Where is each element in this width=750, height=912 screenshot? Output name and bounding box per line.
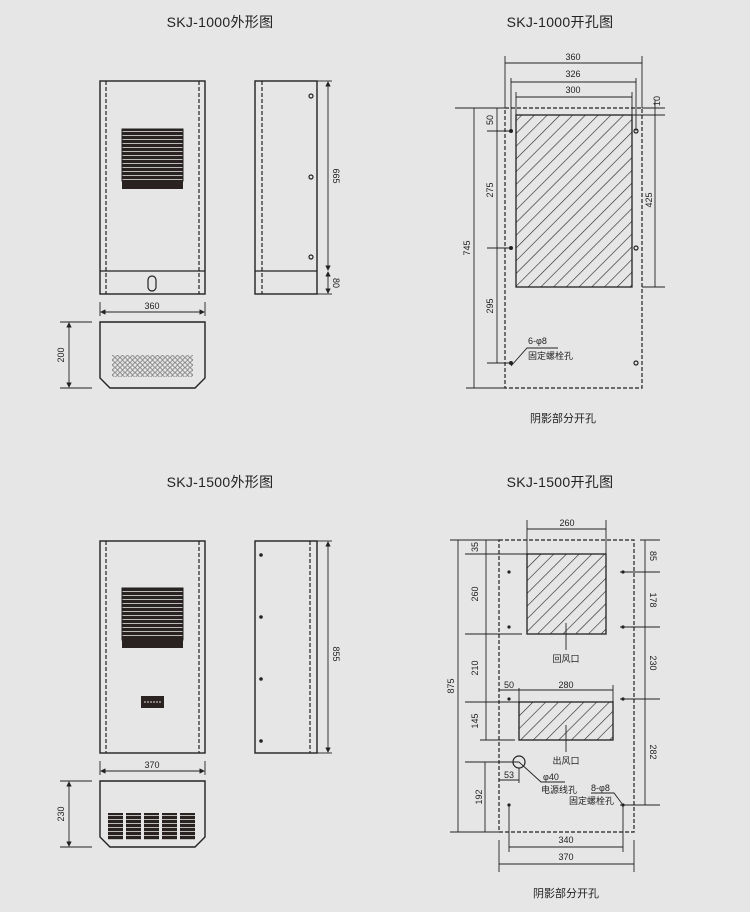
svg-text:10: 10	[652, 96, 662, 106]
svg-text:340: 340	[558, 835, 573, 845]
svg-text:出风口: 出风口	[552, 755, 579, 766]
svg-text:230: 230	[56, 806, 66, 821]
control-panel-icon	[141, 696, 164, 708]
svg-text:80: 80	[331, 278, 341, 288]
svg-text:电源线孔: 电源线孔	[541, 784, 577, 795]
svg-text:145: 145	[470, 713, 480, 728]
side-view: 665 80	[254, 80, 341, 295]
bottom-view: 230	[56, 780, 206, 848]
svg-text:210: 210	[470, 660, 480, 675]
svg-text:φ40: φ40	[543, 772, 559, 782]
svg-text:370: 370	[558, 852, 573, 862]
width-dimension: 370	[99, 760, 206, 775]
svg-text:665: 665	[331, 168, 341, 183]
svg-text:178: 178	[648, 592, 658, 607]
svg-text:85: 85	[648, 551, 658, 561]
svg-text:固定螺栓孔: 固定螺栓孔	[528, 350, 573, 361]
svg-text:326: 326	[565, 69, 580, 79]
width-dimension: 360	[99, 301, 206, 316]
svg-text:50: 50	[485, 115, 495, 125]
svg-text:50: 50	[504, 680, 514, 690]
drawing-title: SKJ-1500开孔图	[507, 474, 614, 490]
cutout-area	[515, 114, 633, 288]
skj1500-cutout-drawing: SKJ-1500开孔图 260 875 35 260 210 145 192 5…	[446, 474, 660, 900]
svg-text:875: 875	[446, 678, 456, 693]
svg-text:360: 360	[144, 301, 159, 311]
svg-text:360: 360	[565, 52, 580, 62]
svg-text:8-φ8: 8-φ8	[591, 783, 610, 793]
drawing-title: SKJ-1000开孔图	[507, 14, 614, 30]
perforated-vent-icon	[112, 355, 193, 377]
svg-text:固定螺栓孔: 固定螺栓孔	[569, 795, 614, 806]
svg-text:425: 425	[644, 192, 654, 207]
bottom-view: 200	[56, 321, 206, 389]
vent-louvers-icon	[108, 813, 195, 840]
svg-text:260: 260	[559, 518, 574, 528]
svg-text:192: 192	[474, 789, 484, 804]
svg-text:282: 282	[648, 744, 658, 759]
svg-text:300: 300	[565, 85, 580, 95]
side-view: 855	[254, 540, 341, 754]
svg-text:35: 35	[470, 542, 480, 552]
caption: 阴影部分开孔	[530, 411, 596, 425]
svg-text:370: 370	[144, 760, 159, 770]
svg-text:275: 275	[485, 182, 495, 197]
fan-grille-icon	[121, 587, 184, 641]
fan-grille-icon	[121, 128, 184, 182]
skj1500-outline-drawing: SKJ-1500外形图 370 230	[56, 474, 341, 848]
svg-text:745: 745	[462, 240, 472, 255]
front-view	[99, 80, 206, 295]
svg-text:855: 855	[331, 646, 341, 661]
svg-text:260: 260	[470, 586, 480, 601]
svg-text:53: 53	[504, 770, 514, 780]
return-air-cutout	[526, 553, 607, 635]
caption: 阴影部分开孔	[533, 886, 599, 900]
handle-slot-icon	[147, 275, 157, 292]
front-view	[99, 540, 206, 754]
svg-text:回风口: 回风口	[552, 654, 579, 664]
skj1000-cutout-drawing: SKJ-1000开孔图 360 326 300 745 50 275 295 1…	[455, 14, 665, 425]
drawing-title: SKJ-1500外形图	[167, 474, 274, 490]
svg-text:295: 295	[485, 298, 495, 313]
svg-text:230: 230	[648, 655, 658, 670]
svg-text:200: 200	[56, 347, 66, 362]
svg-text:6-φ8: 6-φ8	[528, 336, 547, 346]
drawing-title: SKJ-1000外形图	[167, 14, 274, 30]
skj1000-outline-drawing: SKJ-1000外形图 360 200	[56, 14, 341, 389]
svg-text:280: 280	[558, 680, 573, 690]
